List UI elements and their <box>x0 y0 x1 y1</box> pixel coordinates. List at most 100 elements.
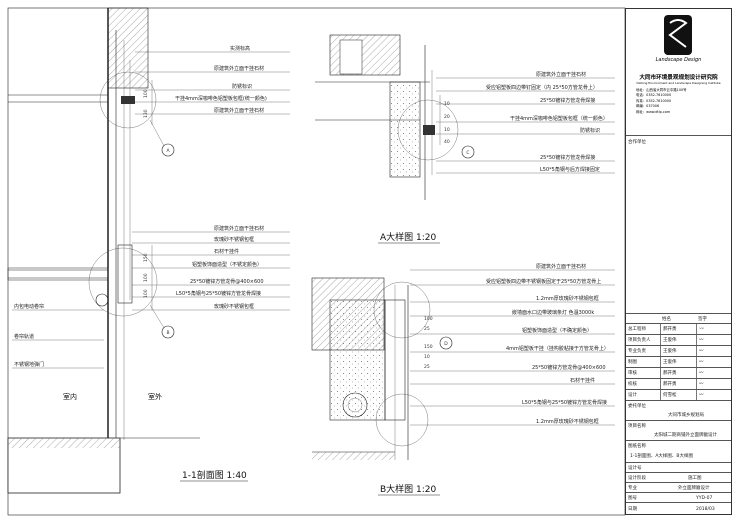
drawing-row: 1-1剖面图、A大样图、B大样图 <box>626 450 731 462</box>
section-title: 1-1剖面图 1:40 <box>182 469 247 481</box>
contact-postcode: 邮编：037006 <box>636 104 660 109</box>
title-block: Landscape Design 大同市环境景观规划设计研究院 Datong E… <box>625 8 732 515</box>
section-label-1: 实测标高 <box>230 45 250 52</box>
sig-name-5: 郝开勇 <box>660 368 694 379</box>
sig-row-6: 校核 郝开勇 〰 <box>626 378 731 390</box>
b-dim-1: 100 <box>424 316 433 322</box>
signage-box <box>117 244 133 304</box>
sig-role-2: 项目负责人 <box>628 338 651 343</box>
drawing-label: 图纸名称 <box>628 443 646 449</box>
date-row: 日期 2018/03 <box>626 502 731 515</box>
project-label-row: 项目名称 <box>626 420 731 431</box>
dim-2: 130 <box>143 109 149 118</box>
mid-label-6: L50*5角钢与25*50镀锌方管龙骨焊接 <box>176 290 261 297</box>
mid-label-7: 玫瑰砂不锈钢包框 <box>214 303 254 310</box>
date-label: 日期 <box>628 506 637 512</box>
b-label-9: L50*5角钢与25*50镀锌方管龙骨焊接 <box>522 399 607 406</box>
b-label-3: 1.2mm厚玫瑰砂不锈钢包框 <box>536 295 599 302</box>
a-label-5: 防锈标识 <box>580 127 600 134</box>
mid-label-3: 石材干挂件 <box>214 248 239 255</box>
section-label-4: 干挂4mm深咖啡色铝塑板包框(统一颜色) <box>175 95 267 102</box>
sig-row-4: 制图 王俊伟 〰 <box>626 356 731 368</box>
signature-3: 〰 <box>696 346 730 357</box>
sig-row-1: 总工程师 郝开勇 〰 <box>626 323 731 335</box>
room-indoor: 室内 <box>63 392 77 401</box>
b-dim-3: 150 <box>424 344 433 350</box>
a-detail-circle <box>397 99 459 161</box>
signature-1: 〰 <box>696 324 730 335</box>
leader-b <box>149 304 165 329</box>
logo-area: Landscape Design 大同市环境景观规划设计研究院 Datong E… <box>626 9 731 134</box>
contact-address: 地址：山西省大同市云中路100号 <box>636 88 687 92</box>
phase-row: 设计阶段 施工图 <box>626 472 731 483</box>
discipline-label: 专业 <box>628 485 637 491</box>
marker-b: B <box>166 330 169 336</box>
a-labels: 原建筑外立面干挂石材 受应铝塑板四边带钉固定（内 25*50方管龙骨上） 25*… <box>436 71 615 174</box>
a-dim-3: 10 <box>444 127 450 133</box>
b-detail-circle-bottom <box>375 393 429 447</box>
b-detail-circle-top <box>373 281 431 339</box>
discipline-row: 专业 外立面牌匾设计 <box>626 482 731 493</box>
drawing-value: 1-1剖面图、A大样图、B大样图 <box>630 453 694 459</box>
floor-hatch <box>8 438 120 448</box>
a-label-3: 25*50镀锌方管龙骨焊接 <box>540 97 595 104</box>
detail-a-view: C 10 20 10 40 原建筑外立面干挂石材 受应铝塑板四边带钉固定（内 2… <box>315 34 615 244</box>
room-outdoor: 室外 <box>148 392 162 401</box>
discipline-value: 外立面牌匾设计 <box>678 485 710 491</box>
mid-label-1: 原建筑外立面干挂石材 <box>214 225 264 232</box>
contact-phone: 电话：0352-7610000 <box>636 93 672 98</box>
leader-a <box>149 119 165 147</box>
sig-role-1: 总工程师 <box>628 327 646 332</box>
detail-circle-a <box>99 71 157 129</box>
sig-header-signature: 签字 <box>698 316 707 322</box>
a-dim-2: 20 <box>444 114 450 120</box>
sig-name-6: 郝开勇 <box>660 379 694 390</box>
section-left-labels: 内包电动卷帘 卷帘轨道 不锈钢地弹门 <box>12 303 104 369</box>
sig-row-7: 设计 何雪松 〰 <box>626 389 731 401</box>
a-label-6: 25*50镀锌方管龙骨焊接 <box>540 154 595 161</box>
a-label-7: L50*5角钢与后方焊接固定 <box>540 166 600 173</box>
contact-fax: 传真：0352-7610000 <box>636 98 672 103</box>
roller-shutter <box>95 293 109 307</box>
client-label-row: 委托单位 <box>626 400 731 411</box>
coop-row: 合作单位 <box>626 135 731 314</box>
a-label-1: 原建筑外立面干挂石材 <box>536 71 586 78</box>
b-labels: 原建筑外立面干挂石材 受应铝塑板四边带不锈钢板固定于25*50方管龙骨上 1.2… <box>410 263 615 426</box>
client-row: 大同市城乡规划局 <box>626 410 731 420</box>
b-label-10: 1.2mm厚玫瑰砂不锈钢包框 <box>536 418 599 425</box>
slab-band <box>7 267 109 281</box>
section-label-5: 原建筑外立面干挂石材 <box>214 107 264 114</box>
a-column <box>389 81 421 178</box>
brand-name: Landscape Design <box>655 57 702 63</box>
b-column <box>329 299 386 421</box>
a-fixture <box>423 125 435 135</box>
sig-name-7: 何雪松 <box>660 390 694 401</box>
b-label-4: 嵌墙面水口边带玻璃条灯 色温3000k <box>512 309 594 316</box>
sig-role-4: 制图 <box>628 360 637 365</box>
marker-b-circle <box>161 325 175 339</box>
sheet-row: 图号 YYD-07 <box>626 492 731 503</box>
detail-circle-b <box>88 247 158 317</box>
section-view: A B 100 130 150 100 100 实测标高 原建筑外立面干挂石材 … <box>7 7 290 494</box>
section-label-2: 原建筑外立面干挂石材 <box>214 65 264 72</box>
contact-list: 地址：山西省大同市云中路100号 电话：0352-7610000 传真：0352… <box>636 88 729 115</box>
client-label: 委托单位 <box>628 403 646 409</box>
sig-role-7: 设计 <box>628 393 637 398</box>
sig-role-6: 校核 <box>628 382 637 387</box>
section-label-3: 防锈标识 <box>232 83 252 90</box>
dim-5: 100 <box>143 289 149 298</box>
project-label: 项目名称 <box>628 423 646 429</box>
sig-header-name: 姓名 <box>662 316 671 322</box>
b-dim-2: 25 <box>424 326 430 332</box>
b-label-5: 铝塑板饰面造型（不确定颜色） <box>522 327 592 334</box>
marker-c-circle <box>461 145 475 159</box>
signature-5: 〰 <box>696 368 730 379</box>
number-label: 设计号 <box>628 465 642 471</box>
b-dim-5: 25 <box>424 364 430 370</box>
dim-1: 100 <box>143 89 149 98</box>
b-roller-shutter <box>342 392 368 418</box>
sig-role-3: 专业负责 <box>628 349 646 354</box>
contact-website: 网址：www.dtlp.com <box>636 109 671 114</box>
detail-a-title: A大样图 1:20 <box>380 231 437 243</box>
